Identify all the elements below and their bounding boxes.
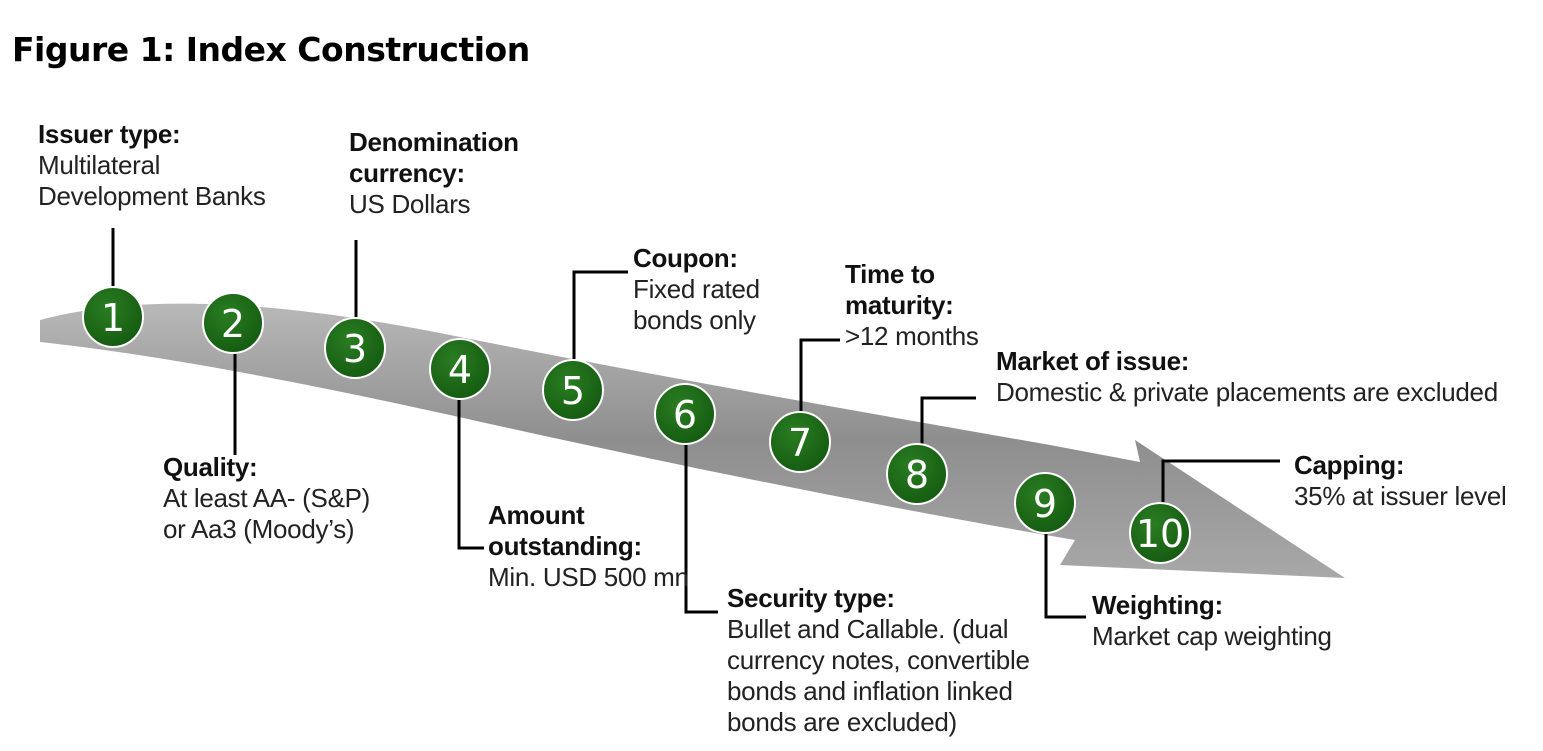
step-2-label: Quality: At least AA- (S&P) or Aa3 (Mood… — [163, 452, 370, 545]
step-7-marker: 7 — [769, 411, 831, 473]
step-10-number: 10 — [1136, 512, 1184, 556]
step-3-circle — [324, 317, 386, 379]
connector-step-9 — [1044, 532, 1086, 619]
step-6-marker: 6 — [654, 383, 716, 445]
connector-step-6 — [684, 438, 718, 614]
step-9-number: 9 — [1033, 482, 1057, 526]
step-7-circle — [769, 411, 831, 473]
step-6-line-1: Bullet and Callable. (dual — [727, 614, 1009, 644]
connector-step-10 — [1161, 459, 1280, 505]
step-8-circle — [886, 443, 948, 505]
step-8-heading: Market of issue: — [996, 346, 1190, 376]
step-6-number: 6 — [673, 393, 697, 437]
step-4-line-1: Min. USD 500 mn — [488, 562, 689, 592]
step-3-heading-line-2: currency: — [349, 158, 465, 188]
step-1-heading: Issuer type: — [38, 119, 181, 149]
step-5-number: 5 — [561, 369, 585, 413]
step-3-number: 3 — [343, 327, 367, 371]
step-6-heading: Security type: — [727, 583, 895, 613]
step-6-circle — [654, 383, 716, 445]
step-4-heading-line-1: Amount — [488, 500, 585, 530]
step-2-line-2: or Aa3 (Moody’s) — [163, 514, 355, 544]
step-5-label: Coupon: Fixed rated bonds only — [633, 243, 760, 336]
step-8-marker: 8 — [886, 443, 948, 505]
step-5-line-1: Fixed rated — [633, 274, 760, 304]
step-1-label: Issuer type: Multilateral Development Ba… — [38, 119, 266, 212]
step-9-heading: Weighting: — [1092, 590, 1223, 620]
step-2-marker: 2 — [202, 292, 264, 354]
step-7-heading-line-1: Time to — [845, 259, 935, 289]
step-10-circle — [1129, 502, 1191, 564]
step-9-line-1: Market cap weighting — [1092, 621, 1332, 651]
step-4-circle — [429, 338, 491, 400]
connector-step-8 — [920, 396, 976, 447]
step-2-heading: Quality: — [163, 452, 258, 482]
step-1-line-1: Multilateral — [38, 150, 161, 180]
step-3-marker: 3 — [324, 317, 386, 379]
step-2-line-1: At least AA- (S&P) — [163, 483, 371, 513]
step-1-line-2: Development Banks — [38, 181, 266, 211]
step-8-line-1: Domestic & private placements are exclud… — [996, 377, 1498, 407]
step-10-marker: 10 — [1129, 502, 1191, 564]
step-8-label: Market of issue: Domestic & private plac… — [996, 346, 1498, 408]
step-4-marker: 4 — [429, 338, 491, 400]
step-10-line-1: 35% at issuer level — [1294, 481, 1507, 511]
step-3-label: Denomination currency: US Dollars — [349, 127, 519, 220]
step-7-line-1: >12 months — [845, 321, 979, 351]
step-8-number: 8 — [905, 453, 929, 497]
step-7-heading-line-2: maturity: — [845, 290, 954, 320]
step-10-heading: Capping: — [1294, 450, 1405, 480]
step-9-circle — [1014, 472, 1076, 534]
connector-step-4 — [457, 397, 484, 550]
step-6-line-2: currency notes, convertible — [727, 645, 1030, 675]
step-5-marker: 5 — [542, 359, 604, 421]
step-5-heading: Coupon: — [633, 243, 738, 273]
step-4-label: Amount outstanding: Min. USD 500 mn — [488, 500, 689, 593]
step-4-heading-line-2: outstanding: — [488, 531, 642, 561]
step-2-circle — [202, 292, 264, 354]
step-5-line-2: bonds only — [633, 305, 756, 335]
step-4-number: 4 — [448, 348, 472, 392]
step-2-number: 2 — [221, 302, 245, 346]
step-9-marker: 9 — [1014, 472, 1076, 534]
step-6-label: Security type: Bullet and Callable. (dua… — [727, 583, 1030, 738]
step-3-line-1: US Dollars — [349, 189, 471, 219]
step-9-label: Weighting: Market cap weighting — [1092, 590, 1332, 652]
step-7-number: 7 — [788, 421, 812, 465]
connector-step-5 — [572, 270, 628, 365]
step-5-circle — [542, 359, 604, 421]
step-1-circle — [82, 286, 144, 348]
step-6-line-4: bonds are excluded) — [727, 707, 957, 737]
step-10-label: Capping: 35% at issuer level — [1294, 450, 1507, 512]
step-3-heading-line-1: Denomination — [349, 127, 519, 157]
connector-step-7 — [799, 338, 840, 415]
figure-title: Figure 1: Index Construction — [12, 30, 530, 69]
step-1-marker: 1 — [82, 286, 144, 348]
step-7-label: Time to maturity: >12 months — [845, 259, 979, 352]
step-6-line-3: bonds and inflation linked — [727, 676, 1013, 706]
step-1-number: 1 — [101, 296, 125, 340]
